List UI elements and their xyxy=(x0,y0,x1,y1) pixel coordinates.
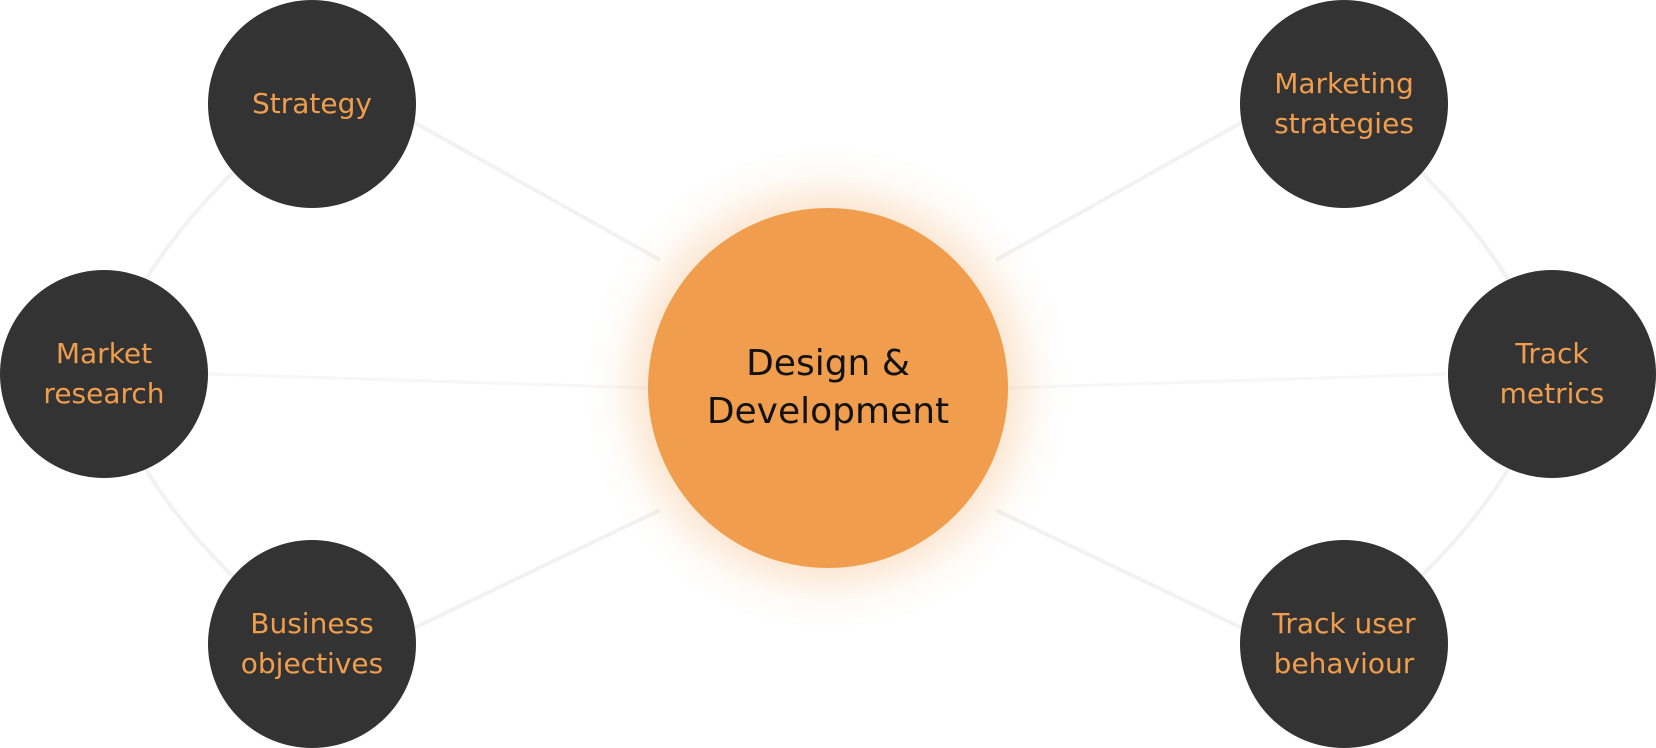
node-label: Track metrics xyxy=(1499,337,1605,410)
connector-track-metrics xyxy=(1007,372,1447,390)
node-market-research: Market research xyxy=(0,270,208,478)
node-label: Track user behaviour xyxy=(1272,607,1416,680)
node-business-objectives: Business objectives xyxy=(208,540,416,748)
node-label: Market research xyxy=(43,337,165,410)
center-node-label: Design & Development xyxy=(706,343,950,432)
node-track-metrics: Track metrics xyxy=(1448,270,1656,478)
node-label: Marketing strategies xyxy=(1274,67,1414,140)
node-marketing-strategies: Marketing strategies xyxy=(1240,0,1448,208)
connector-strategy xyxy=(409,118,661,262)
node-track-user-behaviour: Track user behaviour xyxy=(1240,540,1448,748)
node-label: Strategy xyxy=(252,87,372,120)
connector-business-objectives xyxy=(409,508,661,632)
node-strategy: Strategy xyxy=(208,0,416,208)
connector-track-user-behaviour xyxy=(995,508,1247,632)
center-node: Design & Development xyxy=(648,208,1008,568)
node-label: Business objectives xyxy=(240,607,384,680)
connector-market-research xyxy=(207,372,649,390)
connector-marketing-strategies xyxy=(995,118,1247,262)
